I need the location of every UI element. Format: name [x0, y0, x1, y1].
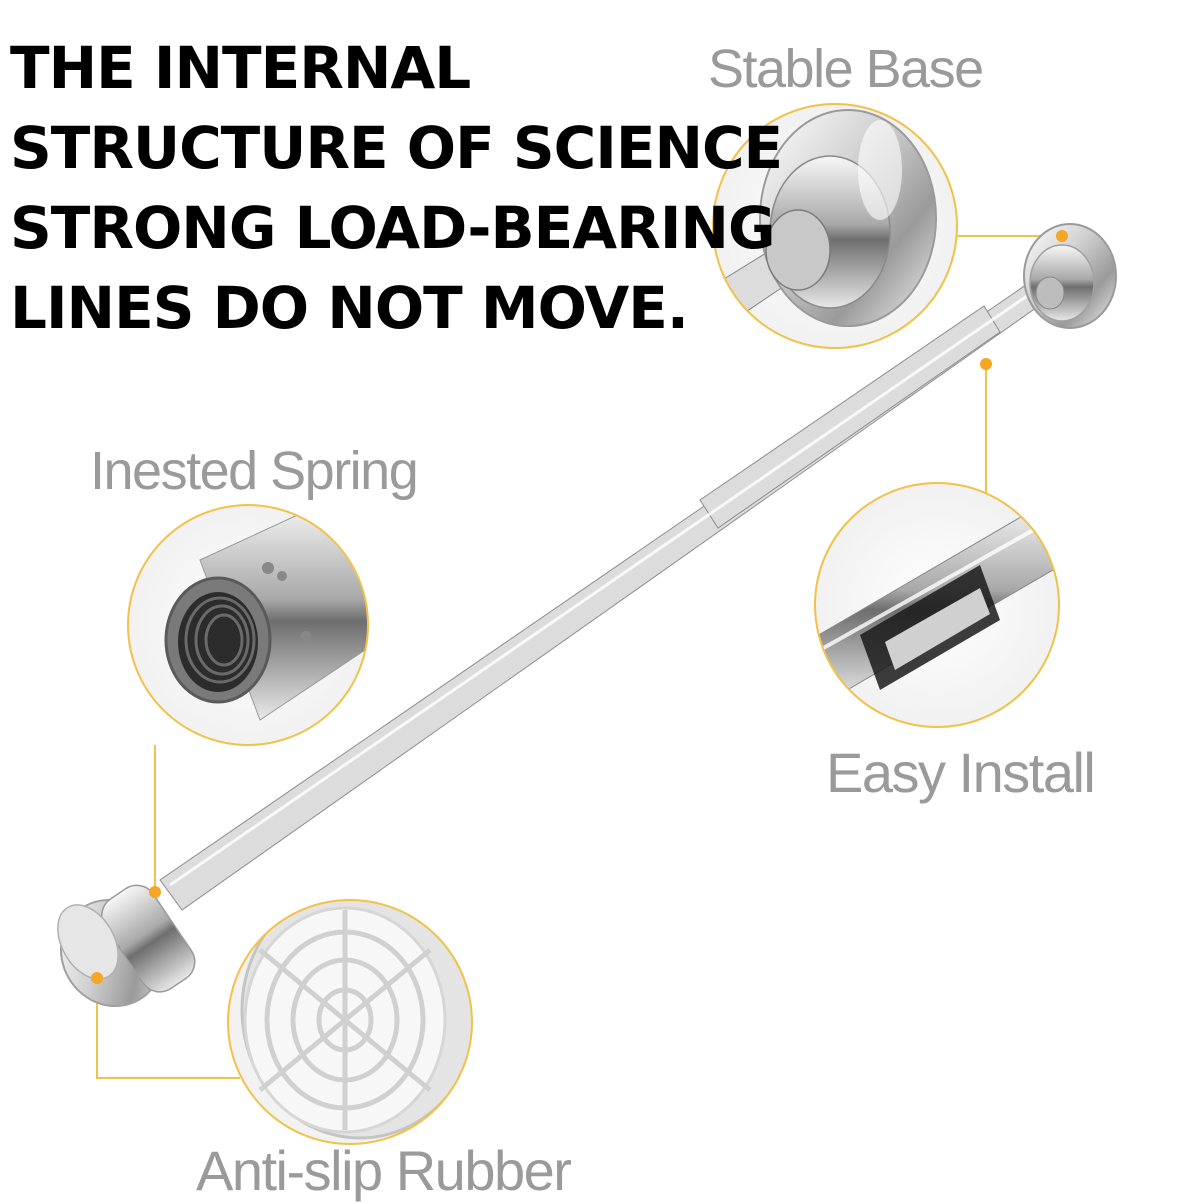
callout-nested-spring	[127, 504, 369, 746]
label-stable-base: Stable Base	[708, 39, 984, 99]
callout-stable-base	[712, 103, 958, 349]
marker-dot-rubber	[91, 972, 103, 984]
left-end-cap	[57, 884, 196, 1008]
marker-dot-easy-install	[980, 358, 992, 370]
headline-line-4: LINES DO NOT MOVE.	[10, 274, 689, 342]
marker-dots	[91, 230, 1068, 984]
marker-dot-stable-base	[1056, 230, 1068, 242]
marker-dot-spring	[149, 886, 161, 898]
headline-line-1: THE INTERNAL	[10, 34, 471, 102]
leader-rubber	[96, 978, 240, 1079]
label-anti-slip-rubber: Anti-slip Rubber	[196, 1139, 572, 1202]
headline-line-2: STRUCTURE OF SCIENCE	[10, 114, 783, 182]
tension-rod	[57, 223, 1117, 1008]
callout-anti-slip-rubber	[227, 899, 473, 1145]
callout-easy-install	[814, 482, 1060, 728]
headline: THE INTERNAL STRUCTURE OF SCIENCE STRONG…	[10, 28, 783, 348]
label-easy-install: Easy Install	[826, 741, 1096, 804]
label-nested-spring: Inested Spring	[90, 441, 419, 501]
right-end-cap	[1023, 223, 1117, 329]
headline-line-3: STRONG LOAD-BEARING	[10, 194, 776, 262]
